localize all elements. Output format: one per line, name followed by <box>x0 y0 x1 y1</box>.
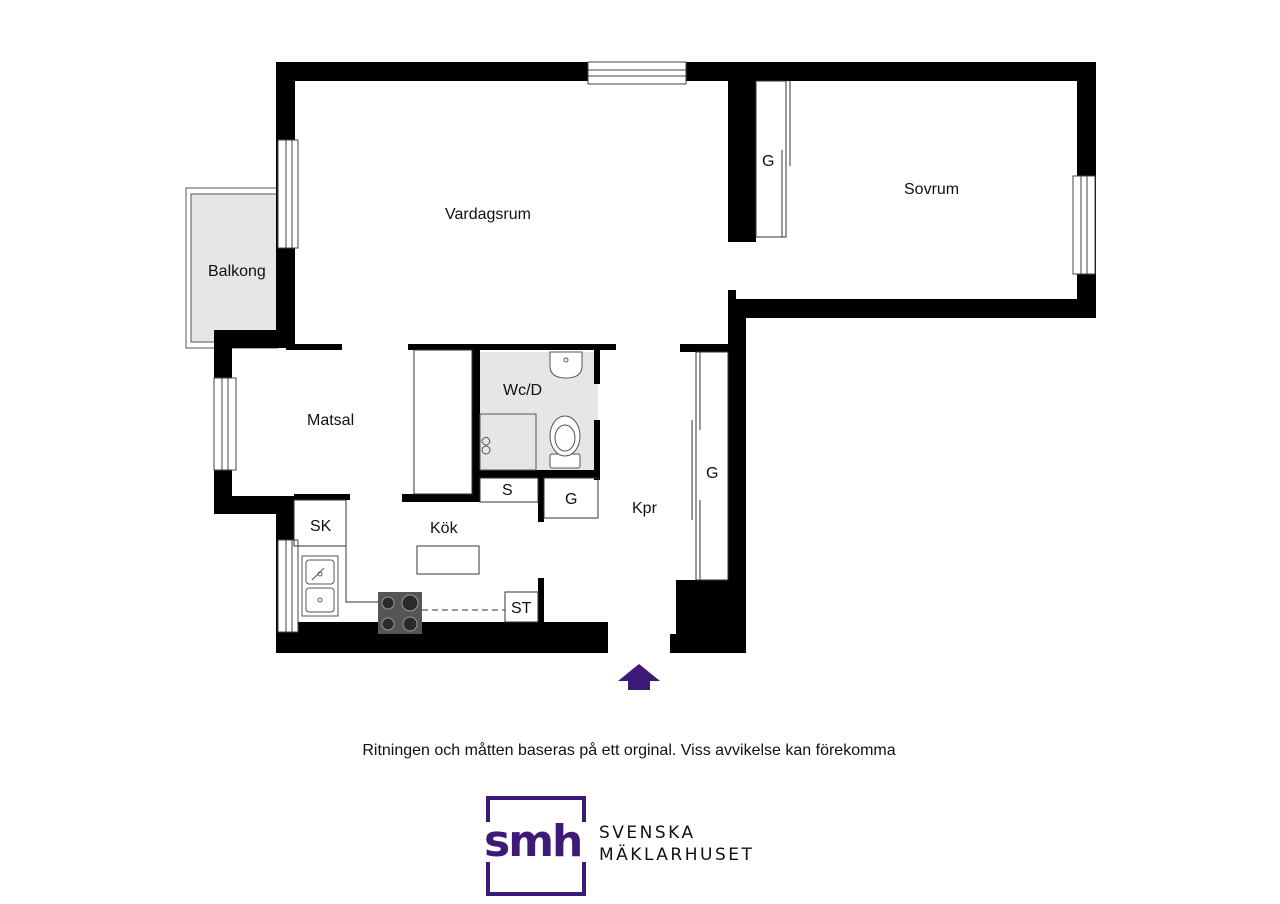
label-sovrum: Sovrum <box>904 181 959 198</box>
wardrobe-bedroom <box>755 80 791 238</box>
kitchen-counter <box>345 545 505 611</box>
brand-name-line1: SVENSKA <box>599 823 696 843</box>
stove-icon <box>378 592 422 634</box>
toilet-icon <box>549 415 581 469</box>
label-closet-g-hall: G <box>706 465 718 482</box>
label-wc: Wc/D <box>503 382 542 399</box>
label-closet-sk: SK <box>310 518 332 535</box>
label-closet-g-small: G <box>565 491 577 508</box>
wash-basin-icon <box>549 351 583 379</box>
label-balkong: Balkong <box>208 263 266 280</box>
brand-logo: smh <box>482 796 590 896</box>
label-kok: Kök <box>430 520 459 537</box>
disclaimer-text: Ritningen och måtten baseras på ett orgi… <box>362 742 896 759</box>
label-closet-g-bedroom: G <box>762 153 774 170</box>
label-matsal: Matsal <box>307 412 354 429</box>
brand-name: SVENSKA MÄKLARHUSET <box>599 822 754 866</box>
label-closet-s: S <box>502 482 513 499</box>
kitchen-sink-icon <box>301 555 339 617</box>
label-closet-st: ST <box>511 600 532 617</box>
brand-name-line2: MÄKLARHUSET <box>599 845 755 865</box>
windows <box>213 61 1096 633</box>
logo-mark: smh <box>484 816 581 867</box>
label-vardagsrum: Vardagsrum <box>445 206 531 223</box>
balcony <box>185 187 279 349</box>
storage-units <box>293 349 599 623</box>
wardrobe-hall <box>691 351 729 581</box>
entrance-arrow-icon <box>618 664 660 690</box>
label-kpr: Kpr <box>632 500 658 517</box>
shower-area <box>479 413 537 471</box>
